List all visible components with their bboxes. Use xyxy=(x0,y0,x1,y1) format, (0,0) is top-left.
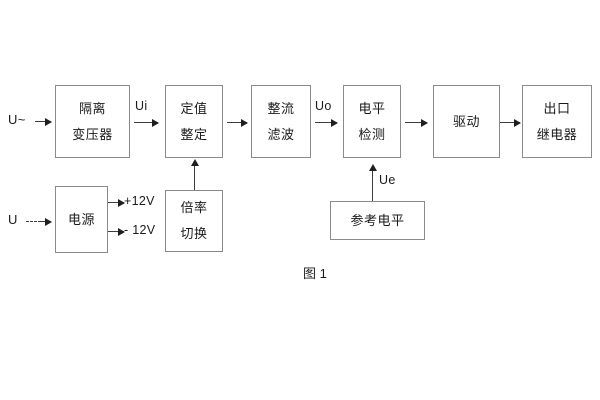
signal-label-ui: Ui xyxy=(135,99,148,113)
block-isolation-transformer-line-2: 变压器 xyxy=(72,126,113,142)
arrow-ac-input-to-isolation-transformer xyxy=(35,117,52,126)
arrow-setting-value-to-rectify-filter xyxy=(227,118,248,127)
block-setting-value: 定值 整定 xyxy=(165,85,223,158)
block-level-detection-line-1: 电平 xyxy=(358,100,386,116)
block-drive-line-1: 驱动 xyxy=(452,113,480,129)
dashed-connector-dc-input xyxy=(26,221,41,222)
block-isolation-transformer-line-1: 隔离 xyxy=(78,100,106,116)
block-reference-level-line-1: 参考电平 xyxy=(350,212,405,228)
figure-caption: 图 1 xyxy=(303,266,327,281)
input-label-ac: U~ xyxy=(8,112,26,127)
signal-label-uo: Uo xyxy=(315,99,332,113)
block-reference-level: 参考电平 xyxy=(330,201,425,240)
block-setting-value-line-2: 整定 xyxy=(180,126,208,142)
arrow-dc-input-to-power-supply xyxy=(41,217,52,226)
arrow-rectify-filter-to-level-detection xyxy=(315,118,338,127)
block-power-supply-line-1: 电源 xyxy=(67,211,95,227)
block-setting-value-line-1: 定值 xyxy=(180,100,208,116)
arrow-isolation-transformer-to-setting-value xyxy=(134,118,159,127)
arrow-level-detection-to-drive xyxy=(405,118,428,127)
block-power-supply: 电源 xyxy=(55,186,108,253)
block-multiplier-switch-line-1: 倍率 xyxy=(180,200,208,216)
block-multiplier-switch: 倍率 切换 xyxy=(165,190,223,252)
arrow-drive-to-output-relay xyxy=(500,118,521,127)
block-output-relay-line-1: 出口 xyxy=(543,100,571,116)
block-rectify-filter-line-1: 整流 xyxy=(267,100,295,116)
block-output-relay-line-2: 继电器 xyxy=(536,126,578,142)
block-level-detection: 电平 检测 xyxy=(343,85,401,158)
supply-label-negative: - 12V xyxy=(124,223,156,237)
block-drive: 驱动 xyxy=(433,85,500,158)
signal-label-ue: Ue xyxy=(379,173,396,187)
block-isolation-transformer: 隔离 变压器 xyxy=(55,85,130,158)
arrow-power-supply-positive-rail xyxy=(108,198,125,207)
arrow-multiplier-switch-to-setting-value xyxy=(190,159,199,190)
block-output-relay: 出口 继电器 xyxy=(522,85,592,158)
supply-label-positive: +12V xyxy=(124,194,155,208)
block-level-detection-line-2: 检测 xyxy=(358,126,386,142)
arrow-reference-level-to-level-detection xyxy=(368,164,377,201)
block-rectify-filter: 整流 滤波 xyxy=(251,85,311,158)
block-multiplier-switch-line-2: 切换 xyxy=(180,226,208,241)
input-label-dc: U xyxy=(8,212,18,227)
block-rectify-filter-line-2: 滤波 xyxy=(267,126,295,142)
arrow-power-supply-negative-rail xyxy=(108,227,125,236)
